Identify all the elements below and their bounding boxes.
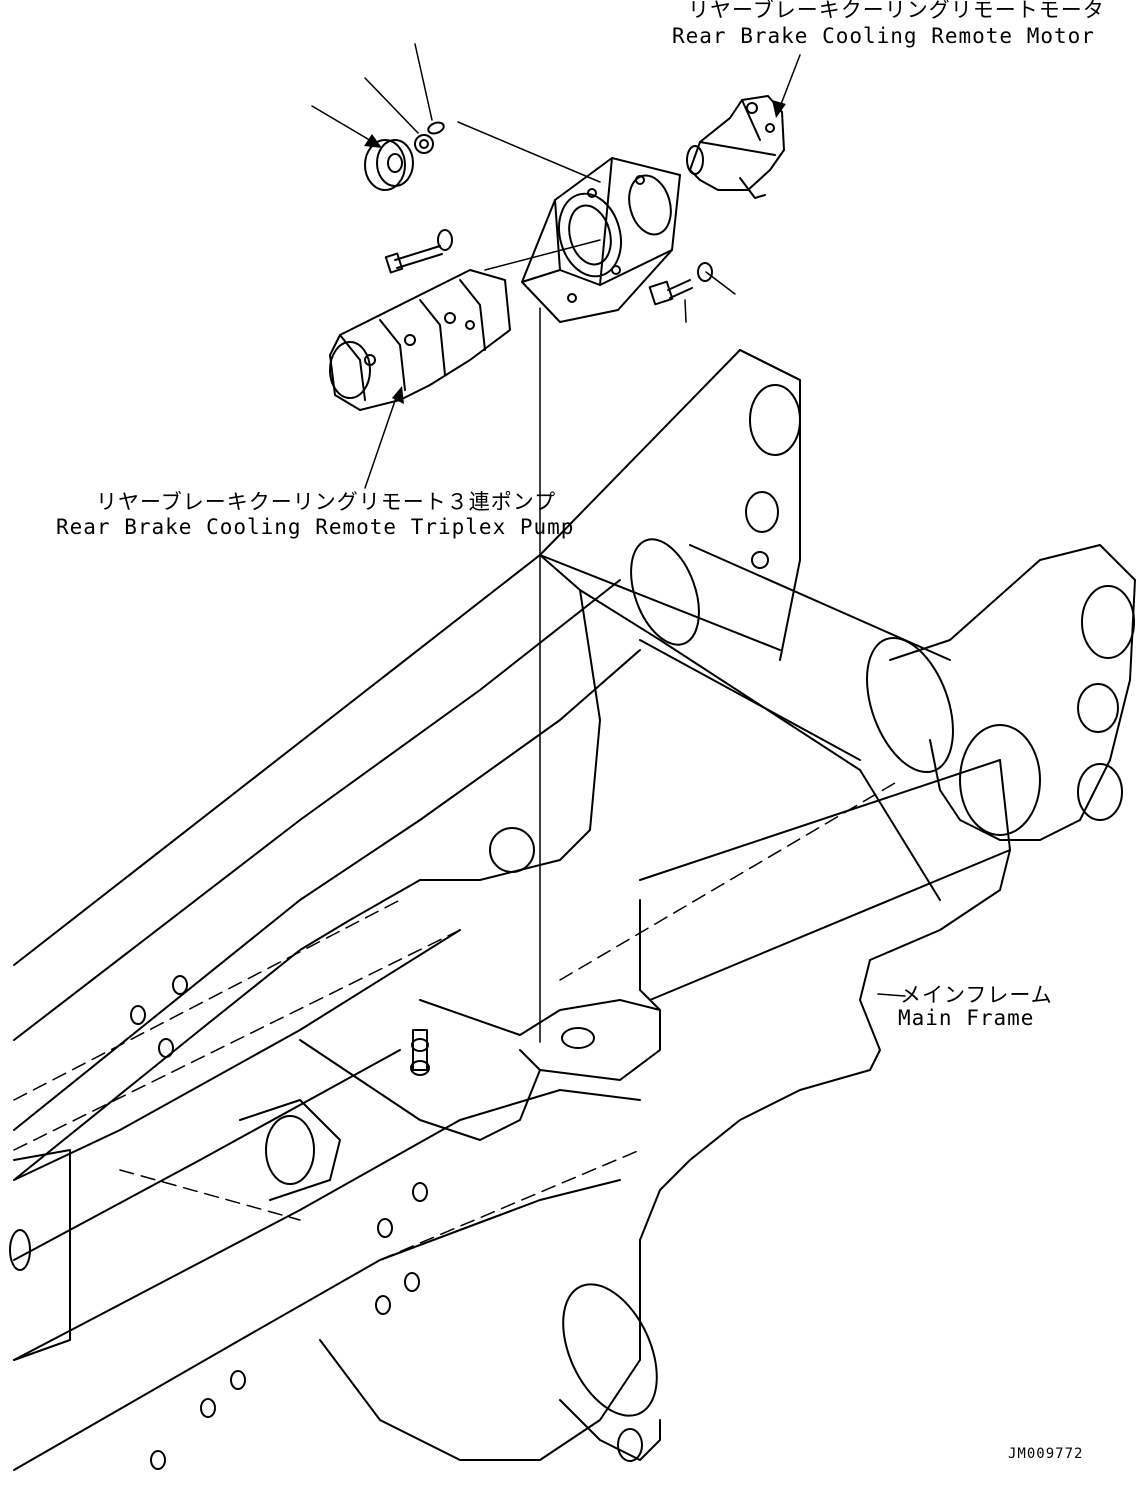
bolt-drawing <box>384 229 453 274</box>
pump-label-jp: リヤーブレーキクーリングリモート３連ポンプ <box>96 490 557 514</box>
hidden-lines <box>13 779 901 1261</box>
mounting-bracket-drawing <box>521 157 681 323</box>
arrow-heads <box>364 100 786 404</box>
frame-label-jp: メインフレーム <box>900 983 1053 1007</box>
motor-label-en: Rear Brake Cooling Remote Motor <box>672 24 1095 48</box>
key-drawing <box>427 121 445 135</box>
coupling-drawing <box>364 139 414 191</box>
frame-bolt-drawing <box>410 1029 430 1076</box>
nut-drawing <box>414 134 434 154</box>
frame-bolt-holes <box>130 551 769 1470</box>
motor-drawing <box>686 95 785 199</box>
leader-lines <box>311 43 906 1043</box>
drawing-number: JM009772 <box>1008 1446 1084 1462</box>
pump-label-en: Rear Brake Cooling Remote Triplex Pump <box>56 515 575 539</box>
frame-label-en: Main Frame <box>898 1006 1035 1030</box>
motor-label-jp: リヤーブレーキクーリングリモートモータ <box>688 0 1105 22</box>
triplex-pump-drawing <box>329 269 511 411</box>
main-frame-drawing <box>9 349 1136 1471</box>
bolt-drawing-right <box>648 262 713 306</box>
